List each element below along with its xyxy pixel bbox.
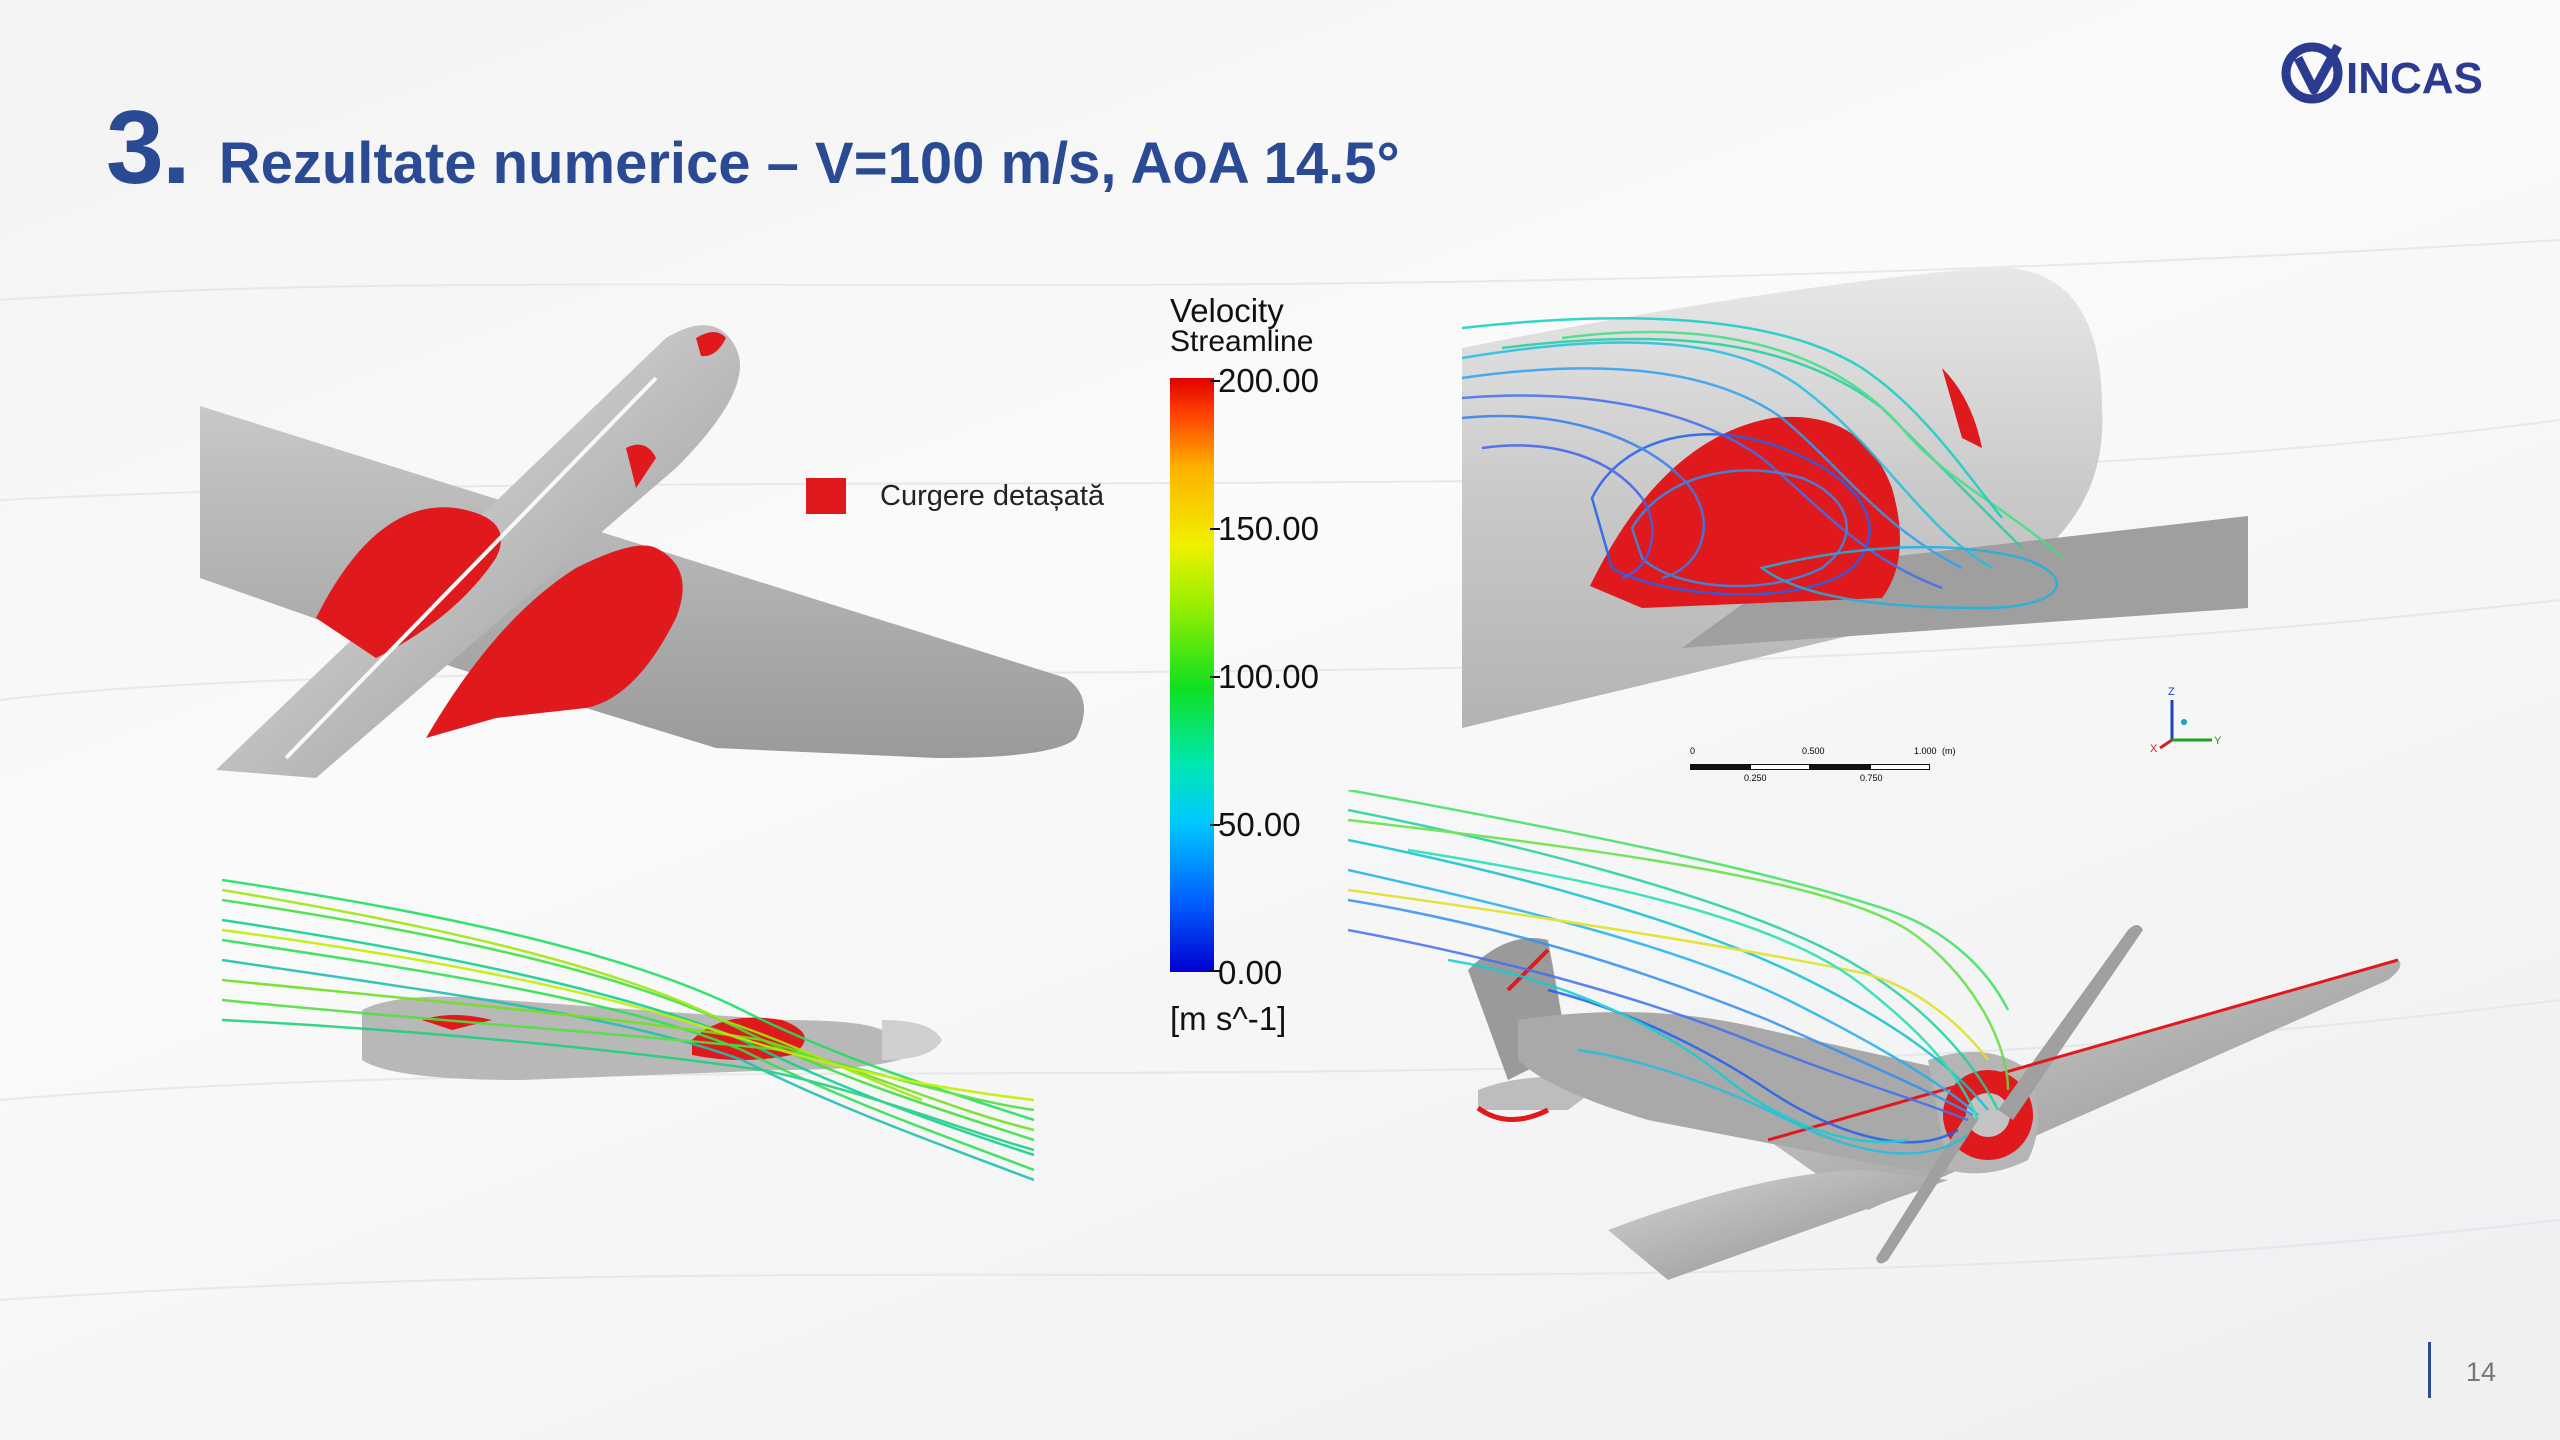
colorbar-tickmark [1210,824,1220,826]
scale-label: 0.500 [1802,746,1825,756]
page-number-divider [2428,1342,2431,1398]
page-number: 14 [2466,1357,2497,1387]
panel-side-streamlines [222,870,1034,1190]
colorbar-tick-label: 200.00 [1218,362,1319,399]
title-text: Rezultate numerice – V=100 m/s, AoA 14.5… [218,131,1400,196]
colorbar-tickmark [1210,676,1220,678]
colorbar-tickmark [1210,528,1220,530]
colorbar-tickmark [1210,970,1220,972]
junction-render [1462,268,2248,728]
colorbar-tick-label: 100.00 [1218,658,1319,695]
slide-title: 3. Rezultate numerice – V=100 m/s, AoA 1… [106,96,1400,200]
velocity-colorbar [1170,378,1214,972]
scale-label: (m) [1942,746,1956,756]
colorbar-unit: [m s^-1] [1170,1000,1287,1037]
scale-bar: 0 0.500 1.000 (m) 0.250 0.750 [1690,746,1956,796]
scale-label: 0.750 [1860,773,1883,783]
colorbar-tickmark [1210,380,1220,382]
panel-aircraft-streamlines [1348,790,2408,1290]
panel-separated-flow-topview [196,318,1096,778]
scale-label: 0.250 [1744,773,1767,783]
incas-logo: INCAS [2280,38,2525,108]
legend-swatch [806,478,846,514]
colorbar-tick-label: 50.00 [1218,806,1301,843]
aircraft-render [1348,790,2401,1280]
side-view-render [222,878,1034,1182]
panel-junction-streamlines [1462,268,2248,728]
legend-label: Curgere detașată [880,480,1105,512]
colorbar-title-line1: Velocity [1170,292,1284,329]
axis-label-x: X [2150,743,2158,754]
axis-label-z: Z [2168,686,2175,698]
colorbar-tick-label: 150.00 [1218,510,1319,547]
colorbar-tick-label: 0.00 [1218,954,1283,991]
axis-label-y: Y [2214,735,2222,747]
aircraft-wing-render [200,325,1084,778]
logo-mark-icon [2281,42,2343,104]
section-number: 3. [106,90,191,206]
colorbar-title-line2: Streamline [1170,325,1314,358]
scale-label: 0 [1690,746,1696,756]
axes-triad-icon: Z Y X [2150,686,2222,754]
logo-text: INCAS [2346,54,2483,103]
scale-label: 1.000 [1914,746,1937,756]
